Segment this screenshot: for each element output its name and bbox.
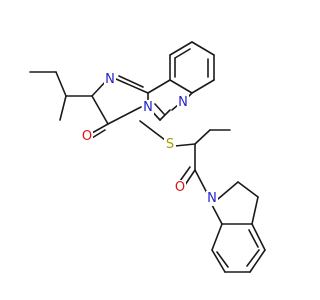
bond <box>217 181 239 200</box>
bond <box>194 129 211 145</box>
bond <box>174 48 191 59</box>
bond <box>59 95 67 121</box>
bond <box>169 79 193 94</box>
bond <box>139 120 166 141</box>
svg-text:N: N <box>143 100 153 115</box>
bond <box>55 71 67 97</box>
bond <box>159 109 171 121</box>
bond <box>107 106 142 125</box>
bond <box>251 196 259 225</box>
bond <box>154 103 165 115</box>
bond <box>211 204 223 225</box>
atom-n-ring3: N <box>177 95 189 110</box>
atom-n-ring2: N <box>142 100 154 115</box>
bond <box>184 169 196 186</box>
atom-o-amide: O <box>174 180 186 195</box>
bond <box>191 41 215 56</box>
bond <box>246 249 260 267</box>
atom-n-indoline: N <box>206 191 218 206</box>
bond <box>237 181 259 198</box>
bond <box>174 143 196 147</box>
atom-o-ketone: O <box>81 129 93 144</box>
bond <box>115 78 149 94</box>
bond <box>216 251 229 268</box>
bond <box>211 223 223 251</box>
bond <box>91 123 109 134</box>
bond <box>251 223 266 251</box>
bond <box>179 166 191 182</box>
svg-text:N: N <box>207 191 217 206</box>
bond <box>147 79 171 94</box>
bond <box>169 41 193 56</box>
bond <box>211 249 226 273</box>
svg-text:N: N <box>178 95 188 110</box>
atom-s-thio: S <box>164 137 176 152</box>
bond <box>91 95 109 125</box>
svg-text:O: O <box>175 180 185 195</box>
svg-text:S: S <box>166 137 174 152</box>
bond <box>91 129 106 139</box>
structure-canvas: N N N N O O S <box>29 41 266 273</box>
svg-text:N: N <box>105 72 115 87</box>
bond <box>118 75 144 88</box>
bond <box>249 249 266 273</box>
bond <box>248 229 259 248</box>
bond <box>191 79 215 94</box>
molecule-diagram: N N N N O O S <box>29 41 266 273</box>
svg-text:O: O <box>82 129 92 144</box>
bond-lines <box>29 41 266 273</box>
bond <box>194 169 208 194</box>
atom-n-ring1: N <box>104 72 116 87</box>
atom-labels: N N N N O O S <box>81 72 218 206</box>
